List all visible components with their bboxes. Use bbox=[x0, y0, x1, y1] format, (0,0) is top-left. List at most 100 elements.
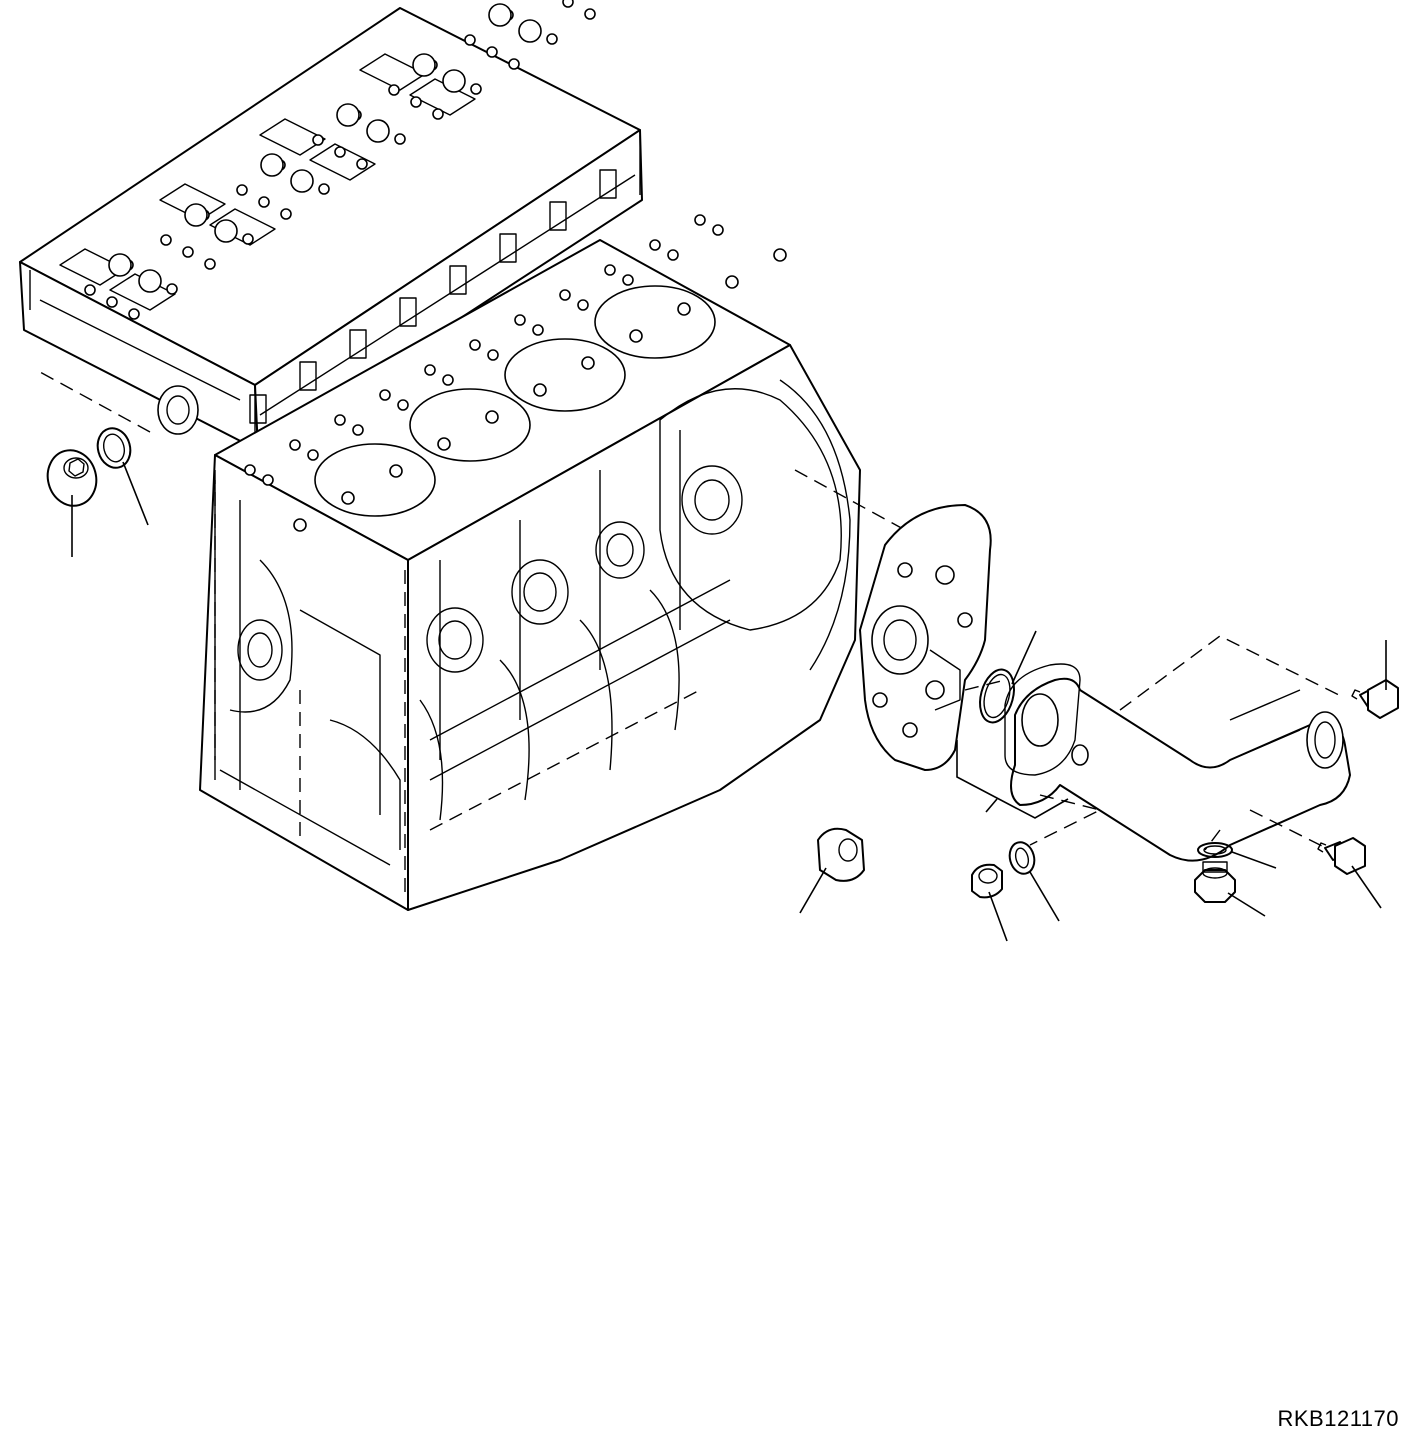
hole bbox=[667, 249, 679, 261]
drain-plug bbox=[1194, 861, 1236, 903]
hole bbox=[244, 464, 256, 476]
leader-sleeve-nut bbox=[799, 867, 827, 914]
hole bbox=[106, 296, 118, 308]
hole bbox=[546, 33, 558, 45]
hole bbox=[214, 219, 238, 243]
head-plug bbox=[46, 449, 98, 507]
hole bbox=[366, 119, 390, 143]
hole bbox=[258, 196, 270, 208]
small-plug-washer bbox=[1008, 841, 1036, 875]
leader-small-plug bbox=[988, 891, 1008, 942]
o-ring bbox=[979, 668, 1015, 724]
head-plug-washer bbox=[96, 427, 132, 469]
hole bbox=[629, 329, 643, 343]
hole bbox=[389, 464, 403, 478]
hole bbox=[397, 399, 409, 411]
leader-small-plug-washer bbox=[1029, 871, 1060, 922]
hole bbox=[394, 133, 406, 145]
leader-pipe-bolt-lower bbox=[1351, 865, 1382, 909]
hole bbox=[562, 0, 574, 8]
hole bbox=[712, 224, 724, 236]
hole bbox=[725, 275, 739, 289]
assembly-line-pipe-gasket bbox=[1029, 794, 1103, 846]
hole bbox=[584, 8, 596, 20]
hole bbox=[182, 246, 194, 258]
hole bbox=[242, 233, 254, 245]
leader-head-plug-washer bbox=[122, 461, 149, 526]
hole bbox=[604, 264, 616, 276]
hole bbox=[334, 414, 346, 426]
hole bbox=[262, 474, 274, 486]
hole bbox=[508, 58, 520, 70]
pipe-assembly-bracket bbox=[956, 740, 1069, 819]
hole bbox=[204, 258, 216, 270]
sleeve-nut bbox=[817, 827, 865, 882]
hole bbox=[649, 239, 661, 251]
hole bbox=[694, 214, 706, 226]
hole bbox=[336, 103, 360, 127]
leader-drain-plug bbox=[1227, 892, 1266, 917]
hole bbox=[356, 158, 368, 170]
hole bbox=[307, 449, 319, 461]
hole bbox=[464, 34, 476, 46]
hole bbox=[773, 248, 787, 262]
hole bbox=[486, 46, 498, 58]
cylinder-block-holes bbox=[244, 214, 787, 532]
leader-lines bbox=[71, 461, 1387, 942]
hole bbox=[289, 439, 301, 451]
hole bbox=[577, 299, 589, 311]
hole bbox=[442, 69, 466, 93]
hole bbox=[533, 383, 547, 397]
hole bbox=[290, 169, 314, 193]
hole bbox=[379, 389, 391, 401]
hole bbox=[442, 374, 454, 386]
leader-drain-plug-washer bbox=[1231, 851, 1277, 869]
oil-cooler-plate bbox=[859, 504, 992, 771]
hole bbox=[334, 146, 346, 158]
leader-o-ring bbox=[1011, 630, 1037, 685]
hole bbox=[518, 19, 542, 43]
hole bbox=[559, 289, 571, 301]
hole bbox=[166, 283, 178, 295]
hole bbox=[437, 437, 451, 451]
hole bbox=[138, 269, 162, 293]
cylinder-block bbox=[199, 214, 861, 911]
drawing-code-label: RKB121170 bbox=[1277, 1406, 1399, 1431]
cylinder-head-holes bbox=[84, 0, 596, 320]
assembly-line-plate-ring bbox=[964, 679, 1006, 691]
hole bbox=[312, 134, 324, 146]
assembly-line-pipe-bolt-bottom bbox=[1249, 809, 1341, 856]
hole bbox=[341, 491, 355, 505]
small-plug bbox=[971, 863, 1003, 899]
hole bbox=[260, 153, 284, 177]
hole bbox=[424, 364, 436, 376]
hole bbox=[318, 183, 330, 195]
hole bbox=[488, 3, 512, 27]
hole bbox=[160, 234, 172, 246]
hole bbox=[677, 302, 691, 316]
pipe-assembly-leader bbox=[985, 798, 998, 813]
assembly-line-pipe-washer bbox=[1204, 829, 1221, 851]
hole bbox=[412, 53, 436, 77]
drain-plug-washer bbox=[1197, 842, 1233, 858]
hole bbox=[108, 253, 132, 277]
pipe-bolt-lower bbox=[1317, 837, 1366, 875]
hole bbox=[470, 83, 482, 95]
hole bbox=[352, 424, 364, 436]
hole bbox=[581, 356, 595, 370]
oil-pipe bbox=[1004, 663, 1351, 862]
pipe-bolt-upper bbox=[1351, 679, 1399, 719]
assembly-line-pipe-bolt-top bbox=[1119, 635, 1346, 711]
hole bbox=[184, 203, 208, 227]
hole bbox=[487, 349, 499, 361]
hole bbox=[280, 208, 292, 220]
hole bbox=[293, 518, 307, 532]
cylinder-head bbox=[19, 0, 643, 451]
hole bbox=[432, 108, 444, 120]
hole bbox=[622, 274, 634, 286]
hole bbox=[514, 314, 526, 326]
hole bbox=[236, 184, 248, 196]
hole bbox=[410, 96, 422, 108]
hole bbox=[128, 308, 140, 320]
